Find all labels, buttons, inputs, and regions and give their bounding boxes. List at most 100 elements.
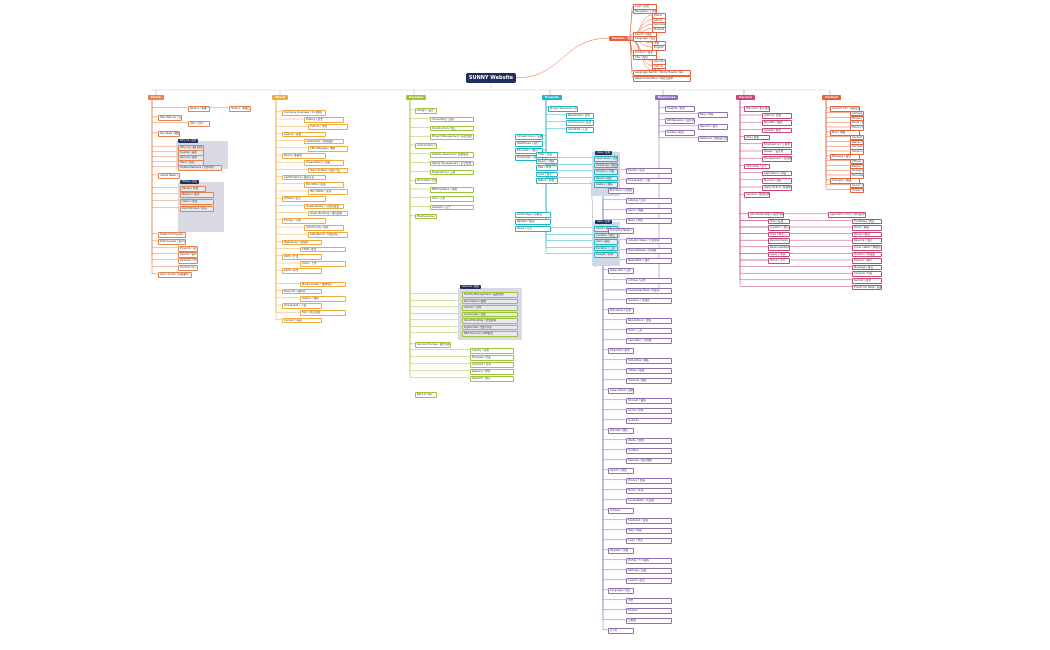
mindmap-node[interactable]: 2020 / 转型 <box>282 268 322 274</box>
mindmap-node[interactable]: Catalog / 目录 <box>626 198 672 204</box>
mindmap-node[interactable]: Navigation / 导航 <box>633 8 657 15</box>
mindmap-node[interactable]: Slide 2 / 轮播二 <box>229 106 251 112</box>
mindmap-node[interactable]: Apply Online / 在线申请 <box>762 185 792 191</box>
mindmap-node[interactable]: Downloads / 下载 <box>626 178 672 184</box>
mindmap-node[interactable]: Login / 登录 <box>626 538 672 544</box>
mindmap-node[interactable]: 2005 / 扩张 <box>282 254 322 260</box>
mindmap-node[interactable]: Campus / 校园招聘 <box>744 192 770 198</box>
mindmap-node[interactable]: Process / 流程 <box>762 178 792 184</box>
branch-projects[interactable]: Projects <box>542 95 562 100</box>
mindmap-node[interactable]: Press Kit / 资料包 <box>282 288 322 295</box>
branch-contact[interactable]: Contact <box>822 95 842 100</box>
mindmap-node[interactable]: Quality Assurance / 质量保证 <box>430 152 474 158</box>
mindmap-node[interactable]: Project Management / 项目管理 <box>430 134 474 140</box>
mindmap-node[interactable]: Hero Banner / 首页横幅 <box>158 115 182 121</box>
mindmap-node[interactable]: Glossary / 术语表 <box>626 298 672 304</box>
mindmap-node[interactable]: Knowledge Base / 知识库 <box>626 288 672 294</box>
mindmap-node[interactable]: Landscape / 景观 <box>462 311 518 318</box>
mindmap-node[interactable]: Engineering / 工程类 <box>762 142 792 148</box>
mindmap-node[interactable]: Contact Info / 联系信息 <box>830 106 860 112</box>
mindmap-node[interactable]: Engineering / 工程 <box>430 169 474 176</box>
branch-home[interactable]: Home <box>148 95 164 100</box>
mindmap-node[interactable]: Portfolio / 作品集 <box>852 251 882 258</box>
mindmap-node[interactable]: Infrastructure / 基础设施 <box>515 134 543 140</box>
mindmap-node[interactable]: Checklist / 清单 <box>608 348 634 354</box>
mindmap-node[interactable]: Healthcare / 医疗 <box>515 141 543 147</box>
mindmap-node[interactable]: English <box>626 608 672 614</box>
mindmap-node[interactable]: Thank You Page / 感谢页 <box>852 284 882 291</box>
mindmap-node[interactable]: Inquiry / 咨询 <box>470 348 514 354</box>
mindmap-node[interactable]: 1998 / 成立 <box>300 246 346 253</box>
mindmap-node[interactable]: Guides / 指南 <box>665 130 695 136</box>
mindmap-node[interactable]: Case Videos / 案例视频 <box>608 388 634 394</box>
mindmap-node[interactable]: Media Center / 媒体中心 <box>300 281 346 288</box>
mindmap-node[interactable]: Jobs Detail Page / 职位详情页 <box>748 212 784 218</box>
mindmap-node[interactable]: CTA / 按钮 <box>633 54 657 61</box>
mindmap-node[interactable]: ISO 9001 / 质量 <box>304 182 344 188</box>
mindmap-node[interactable]: Regulations / 法规 <box>626 318 672 324</box>
mindmap-node[interactable]: Delivery / 交付 <box>470 369 514 375</box>
mindmap-node[interactable]: Type / 类型 <box>768 231 790 238</box>
mindmap-node[interactable]: Full Name / 姓名 <box>852 218 882 225</box>
mindmap-node[interactable]: Templates / 模板 <box>626 358 672 364</box>
mindmap-node[interactable]: Location / 地点 <box>594 232 618 239</box>
mindmap-node[interactable]: Result / 成果 <box>594 175 618 182</box>
mindmap-node[interactable]: CEO Message / 致辞 <box>308 146 348 152</box>
mindmap-node[interactable]: Gallery / 图库 <box>300 296 346 302</box>
mindmap-node[interactable]: Events / 活动 <box>626 168 672 174</box>
mindmap-node[interactable]: Why Join / 加入我们 <box>744 106 770 112</box>
mindmap-node[interactable]: Contact / 联系 <box>282 317 322 324</box>
mindmap-node[interactable]: Subscribe / 订阅 <box>608 268 634 274</box>
mindmap-node[interactable]: Budget / 预算 <box>594 252 618 258</box>
mindmap-node[interactable]: Privacy / 隐私 <box>626 478 672 484</box>
mindmap-node[interactable]: Map / 地图 <box>830 130 860 136</box>
mindmap-node[interactable]: Company Overview / 公司概况 <box>282 110 326 116</box>
mindmap-node[interactable]: Team Profiles / 团队介绍 <box>308 167 348 174</box>
mindmap-node[interactable]: Email / 邮箱 <box>852 225 882 231</box>
mindmap-node[interactable]: Culture / 文化 <box>762 113 792 119</box>
branch-header[interactable]: Header / 页眉 <box>609 36 637 41</box>
mindmap-node[interactable]: Terms / 条款 <box>626 488 672 494</box>
mindmap-node[interactable]: Hospitality / 酒店 <box>515 155 543 161</box>
mindmap-node[interactable]: Smart Building / 智慧建筑 <box>462 318 518 324</box>
mindmap-node[interactable]: Design / 设计类 <box>762 149 792 155</box>
mindmap-node[interactable]: Challenge / 挑战 <box>594 162 618 169</box>
mindmap-node[interactable]: Brochure / 宣传册 <box>608 188 634 194</box>
mindmap-node[interactable]: Jobs / 职位 <box>744 134 770 141</box>
mindmap-node[interactable]: Title / 标题 <box>768 218 790 225</box>
mindmap-node[interactable]: Share / 分享 <box>515 226 551 232</box>
mindmap-node[interactable]: Culture / 文化 <box>308 124 348 130</box>
mindmap-node[interactable]: Latest News / 最新动态 <box>158 173 180 179</box>
mindmap-node[interactable]: Weibo / 微博 <box>626 438 672 444</box>
mindmap-node[interactable]: Slide 1 / 轮播一 <box>188 106 210 112</box>
mindmap-node[interactable]: Mission / 使命 <box>180 192 214 198</box>
mindmap-node[interactable]: Tools / 工具 <box>626 328 672 334</box>
mindmap-node[interactable]: Calculator / 计算器 <box>626 338 672 344</box>
mindmap-node[interactable]: Commitment / 承诺 <box>180 206 214 212</box>
mindmap-node[interactable]: English <box>652 45 666 51</box>
mindmap-node[interactable]: Consulting / 咨询 <box>430 116 474 123</box>
mindmap-node[interactable]: Settings / 设置 <box>626 568 672 574</box>
mindmap-node[interactable]: Awards / 荣誉 <box>282 131 326 138</box>
mindmap-node[interactable]: ISO 14001 / 环境 <box>308 189 348 195</box>
mindmap-node[interactable]: Company News / 公司新闻 <box>608 228 634 234</box>
mindmap-node[interactable]: Blog / 博客 <box>698 112 728 118</box>
mindmap-node[interactable]: Cover Letter / 求职信 <box>852 245 882 251</box>
mindmap-node[interactable]: LinkedIn <box>626 418 672 424</box>
mindmap-node[interactable]: Chengdu / 成都 <box>830 178 860 184</box>
mindmap-node[interactable]: Accessibility / 无障碍 <box>626 498 672 504</box>
mindmap-node[interactable]: Type / 类型 <box>536 171 558 178</box>
mindmap-node[interactable]: Videos / 视频 <box>626 368 672 374</box>
mindmap-node[interactable]: Search / 搜索 <box>608 468 634 474</box>
mindmap-node[interactable]: 한국어 <box>608 628 634 634</box>
mindmap-node[interactable]: BIM Services / BIM服务 <box>462 331 518 337</box>
mindmap-node[interactable]: Profile / 个人资料 <box>626 558 672 564</box>
mindmap-node[interactable]: History / 历史 <box>304 117 344 123</box>
branch-careers[interactable]: Careers <box>736 95 756 100</box>
mindmap-node[interactable]: Interior / 室内 <box>462 305 518 311</box>
mindmap-node[interactable]: Clients / 客户 <box>178 252 198 258</box>
mindmap-node[interactable]: Related / 相关 <box>515 219 551 225</box>
mindmap-node[interactable]: Civil / 土木 <box>430 196 474 202</box>
mindmap-node[interactable]: Organization / 组织 <box>304 160 344 166</box>
mindmap-node[interactable]: Language Switch / Sticky Header Nav <box>633 70 691 76</box>
